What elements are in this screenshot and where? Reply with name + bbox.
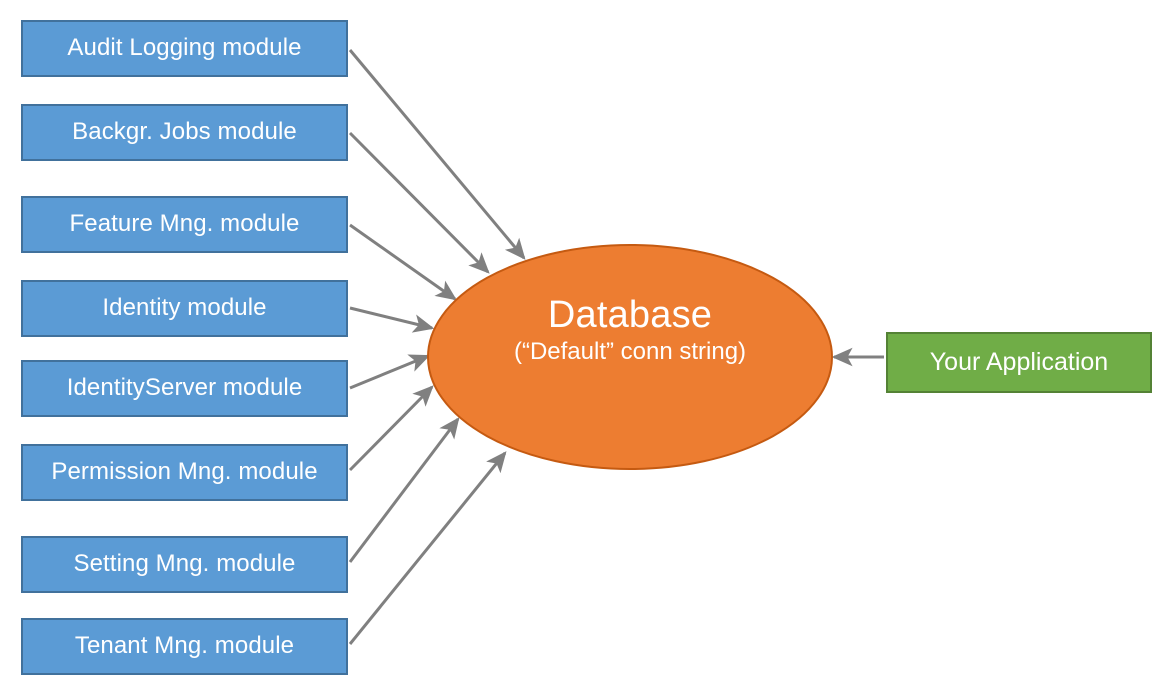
module-box[interactable]: Tenant Mng. module: [21, 618, 348, 675]
module-box[interactable]: IdentityServer module: [21, 360, 348, 417]
module-box-label: Setting Mng. module: [73, 550, 296, 578]
connector-arrow: [349, 223, 457, 301]
connector-arrow: [348, 385, 434, 472]
module-box-label: Identity module: [102, 294, 267, 322]
module-box[interactable]: Audit Logging module: [21, 20, 348, 77]
connector-arrow: [348, 451, 507, 645]
module-box[interactable]: Feature Mng. module: [21, 196, 348, 253]
connector-arrow: [349, 354, 431, 390]
connector-arrows: [348, 49, 884, 645]
module-box-label: Permission Mng. module: [51, 458, 318, 486]
module-box[interactable]: Setting Mng. module: [21, 536, 348, 593]
connector-arrow: [348, 417, 460, 563]
connector-arrow: [349, 306, 435, 333]
module-box[interactable]: Permission Mng. module: [21, 444, 348, 501]
connector-arrow: [348, 49, 526, 260]
database-ellipse[interactable]: [427, 244, 833, 470]
module-box-label: Backgr. Jobs module: [72, 118, 297, 146]
module-box-label: Tenant Mng. module: [74, 632, 295, 660]
your-application-label: Your Application: [929, 347, 1109, 376]
your-application-box[interactable]: Your Application: [886, 332, 1152, 393]
module-box-label: IdentityServer module: [66, 374, 303, 402]
module-box[interactable]: Identity module: [21, 280, 348, 337]
module-box[interactable]: Backgr. Jobs module: [21, 104, 348, 161]
module-box-label: Audit Logging module: [67, 34, 302, 62]
connector-arrow: [348, 131, 490, 274]
module-box-label: Feature Mng. module: [69, 210, 300, 238]
